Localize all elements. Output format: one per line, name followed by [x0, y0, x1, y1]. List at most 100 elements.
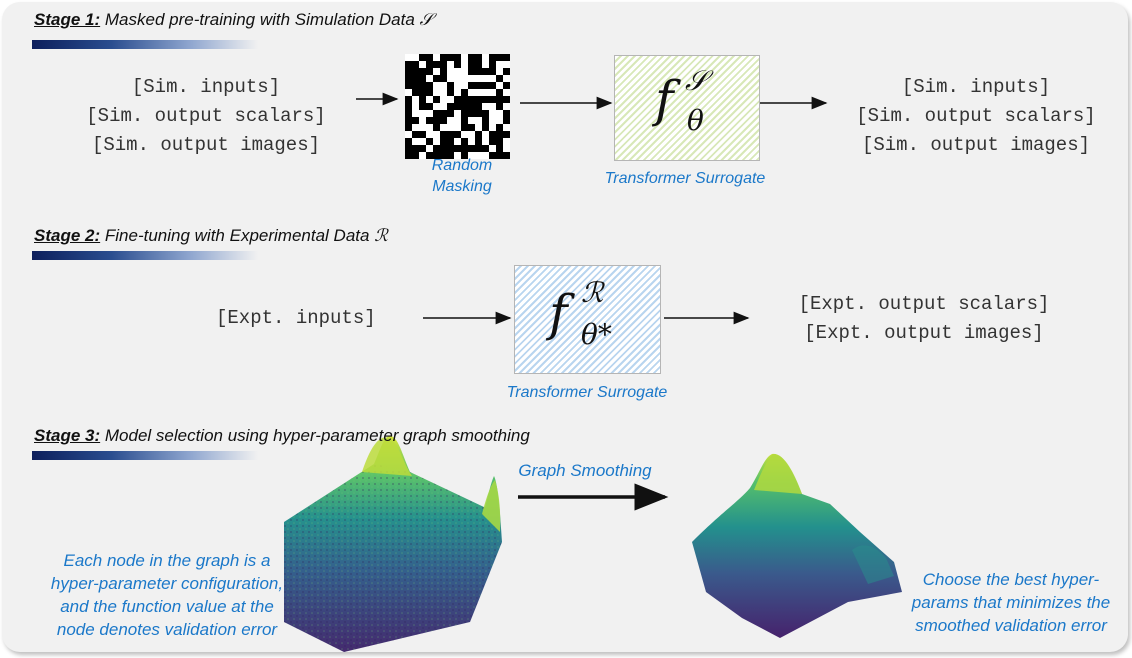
mask-cell	[440, 145, 447, 152]
mask-cell	[419, 54, 426, 61]
mask-cell	[405, 124, 412, 131]
mask-cell	[489, 68, 496, 75]
mask-cell	[419, 82, 426, 89]
mask-cell	[461, 89, 468, 96]
expt-output-line: [Expt. output scalars]	[798, 293, 1050, 315]
sim-input-line: [Sim. output scalars]	[86, 105, 326, 127]
mask-cell	[447, 89, 454, 96]
mask-cell	[440, 61, 447, 68]
random-masking-caption-line-1: Random	[431, 157, 493, 174]
mask-cell	[454, 131, 461, 138]
mask-cell	[482, 124, 489, 131]
stage-1-label: Stage 1:	[34, 10, 101, 29]
mask-cell	[482, 117, 489, 124]
mask-cell	[419, 89, 426, 96]
mask-cell	[454, 61, 461, 68]
left-surface-note: Each node in the graph is a hyper-parame…	[32, 549, 302, 641]
mask-cell	[426, 89, 433, 96]
mask-cell	[468, 54, 475, 61]
mask-cell	[440, 75, 447, 82]
mask-cell	[489, 82, 496, 89]
mask-cell	[468, 124, 475, 131]
expt-output-line: [Expt. output images]	[804, 322, 1044, 344]
mask-cell	[461, 138, 468, 145]
mask-cell	[475, 145, 482, 152]
mask-cell	[461, 110, 468, 117]
mask-cell	[405, 138, 412, 145]
mask-cell	[468, 103, 475, 110]
expt-inputs-label: [Expt. inputs]	[216, 307, 376, 329]
mask-cell	[440, 152, 447, 159]
model-superscript: ℛ	[581, 276, 604, 309]
mask-cell	[468, 82, 475, 89]
stage-2-heading: Stage 2: Fine-tuning with Experimental D…	[34, 226, 388, 246]
mask-cell	[496, 138, 503, 145]
mask-cell	[503, 110, 510, 117]
stage-2-underline-bar	[32, 251, 258, 260]
mask-cell	[412, 145, 419, 152]
model-subscript: θ	[687, 104, 704, 137]
mask-cell	[426, 138, 433, 145]
mask-cell	[454, 54, 461, 61]
mask-cell	[447, 54, 454, 61]
mask-cell	[475, 61, 482, 68]
simulation-transformer-box: f 𝒮 θ	[614, 55, 760, 161]
right-note-line: smoothed validation error	[915, 616, 1107, 635]
mask-cell	[412, 89, 419, 96]
mask-cell	[405, 103, 412, 110]
mask-cell	[433, 75, 440, 82]
mask-cell	[475, 96, 482, 103]
mask-cell	[433, 152, 440, 159]
mask-cell	[405, 152, 412, 159]
mask-cell	[405, 110, 412, 117]
mask-cell	[447, 131, 454, 138]
random-masking-grid	[405, 54, 510, 159]
mask-cell	[468, 68, 475, 75]
model-superscript: 𝒮	[685, 64, 707, 97]
mask-cell	[503, 54, 510, 61]
mask-cell	[433, 110, 440, 117]
mask-cell	[496, 54, 503, 61]
mask-cell	[405, 82, 412, 89]
mask-cell	[468, 61, 475, 68]
mask-cell	[496, 145, 503, 152]
left-note-line: node denotes validation error	[56, 620, 278, 639]
expt-outputs-list: [Expt. output scalars] [Expt. output ima…	[754, 290, 1094, 348]
sim-output-line: [Sim. inputs]	[901, 76, 1051, 98]
mask-cell	[496, 75, 503, 82]
mask-cell	[503, 96, 510, 103]
mask-cell	[419, 68, 426, 75]
mask-cell	[454, 103, 461, 110]
mask-cell	[426, 103, 433, 110]
sim-outputs-list: [Sim. inputs] [Sim. output scalars] [Sim…	[828, 73, 1124, 160]
mask-cell	[475, 54, 482, 61]
mask-cell	[475, 131, 482, 138]
stage-2-title: Fine-tuning with Experimental Data	[104, 226, 370, 245]
model-subscript: θ*	[581, 318, 612, 351]
sim-input-line: [Sim. output images]	[91, 134, 321, 156]
mask-cell	[426, 54, 433, 61]
mask-cell	[440, 54, 447, 61]
mask-cell	[405, 96, 412, 103]
stage-3-underline-bar	[32, 451, 258, 460]
mask-cell	[503, 131, 510, 138]
mask-cell	[419, 75, 426, 82]
mask-cell	[475, 68, 482, 75]
mask-cell	[426, 152, 433, 159]
mask-cell	[447, 110, 454, 117]
model-f-symbol: f	[549, 284, 568, 342]
mask-cell	[405, 75, 412, 82]
mask-cell	[426, 82, 433, 89]
stage-1-heading: Stage 1: Masked pre-training with Simula…	[34, 10, 433, 30]
stage-2-label: Stage 2:	[34, 226, 101, 245]
mask-cell	[482, 82, 489, 89]
mask-cell	[489, 138, 496, 145]
mask-cell	[447, 103, 454, 110]
mask-cell	[454, 96, 461, 103]
mask-cell	[433, 145, 440, 152]
mask-cell	[475, 103, 482, 110]
mask-cell	[503, 152, 510, 159]
stage-1-symbol: 𝒮	[419, 10, 433, 30]
